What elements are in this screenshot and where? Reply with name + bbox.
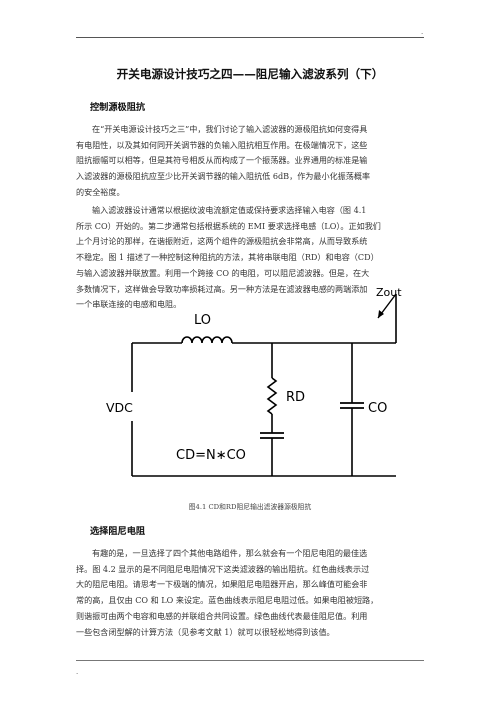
- section-heading-source-impedance: 控制源极阻抗: [90, 102, 146, 113]
- paragraph-line: 输入滤波器设计通常以根据纹波电流额定值或保持要求选择输入电容（图 4.1: [92, 205, 367, 215]
- figure-caption: 图4.1 CD和RD阻尼输出滤波器源极阻抗: [188, 503, 312, 511]
- paragraph-filter-design: 输入滤波器设计通常以根据纹波电流额定值或保持要求选择输入电容（图 4.1 所示 …: [76, 203, 424, 313]
- inductor-lo: [181, 336, 233, 344]
- paragraph-line: 在“开关电源设计技巧之三”中，我们讨论了输入滤波器的源极阻抗如何变得具: [92, 124, 368, 134]
- paragraph-line: 上个月讨论的那样，在谐振附近，这两个组件的源极阻抗会非常高，从而导致系统: [76, 236, 368, 247]
- vdc-label: VDC: [106, 400, 133, 415]
- damped-filter-circuit: Zout LO VDC RD CO CD=N∗CO: [106, 286, 402, 477]
- paragraph-line: 一个串联连接的电感和电阻。: [76, 299, 182, 310]
- paragraph-line: 与输入滤波器并联放置。利用一个跨接 CO 的电阻，可以阻尼滤波器。但是，在大: [76, 267, 370, 278]
- paragraph-damping-resistor: 有趣的是，一旦选择了四个其他电路组件，那么就会有一个阻尼电阻的最佳选 择。图 4…: [76, 546, 424, 640]
- header-mark: .: [421, 28, 424, 36]
- co-label: CO: [368, 401, 387, 416]
- zout-arrowhead: [378, 310, 384, 318]
- resistor-rd: [266, 377, 278, 415]
- paragraph-line: 的安全裕度。: [76, 186, 125, 197]
- paragraph-line: 所示 CO）开始的。第二步通常包括根据系统的 EMI 要求选择电感（LO）。正如…: [76, 220, 381, 231]
- paragraph-line: 有电阻性，以及其如何同开关调节器的负输入阻抗相互作用。在极端情况下，这些: [76, 139, 368, 150]
- section-heading-damping-resistor: 选择阻尼电阻: [90, 526, 146, 537]
- paragraph-line: 择。图 4.2 显示的是不同阻尼电阻情况下这类滤波器的输出阻抗。红色曲线表示过: [76, 563, 370, 574]
- footer-mark: .: [76, 668, 79, 676]
- zout-label: Zout: [376, 286, 402, 299]
- paragraph-line: 不稳定。图 1 描述了一种控制这种阻抗的方法，其将串联电阻（RD）和电容（CD）: [76, 252, 379, 263]
- lo-label: LO: [194, 313, 211, 328]
- paragraph-line: 则谐振可由两个电容和电感的并联组合共同设置。绿色曲线代表最佳阻尼值。利用: [76, 610, 368, 621]
- paragraph-line: 一些包含闭型解的计算方法（见参考文献 1）就可以很轻松地得到该值。: [76, 626, 335, 637]
- paragraph-line: 有趣的是，一旦选择了四个其他电路组件，那么就会有一个阻尼电阻的最佳选: [92, 548, 368, 558]
- paragraph-line: 常的高，且仅由 CO 和 LO 来设定。蓝色曲线表示阻尼电阻过低。如果电阻被短路…: [76, 595, 379, 606]
- paragraph-line: 多数情况下，这样做会导致功率损耗过高。另一种方法是在滤波器电感的两端添加: [76, 283, 368, 294]
- cd-label: CD=N∗CO: [176, 448, 246, 463]
- header-rule: [76, 37, 424, 38]
- paragraph-intro: 在“开关电源设计技巧之三”中，我们讨论了输入滤波器的源极阻抗如何变得具 有电阻性…: [76, 122, 424, 201]
- paragraph-line: 大的阻尼电阻。请思考一下极端的情况，如果阻尼电阻器开启，那么峰值可能会非: [76, 579, 368, 590]
- footer-rule: [76, 660, 424, 661]
- paragraph-line: 阻抗振幅可以相等，但是其符号相反从而构成了一个振荡器。业界通用的标准是输: [76, 155, 368, 166]
- paragraph-line: 入滤波器的源极阻抗应至少比开关调节器的输入阻抗低 6dB，作为最小化振荡概率: [76, 171, 371, 182]
- page-title: 开关电源设计技巧之四——阻尼输入滤波系列（下）: [116, 67, 384, 81]
- rd-label: RD: [286, 390, 305, 405]
